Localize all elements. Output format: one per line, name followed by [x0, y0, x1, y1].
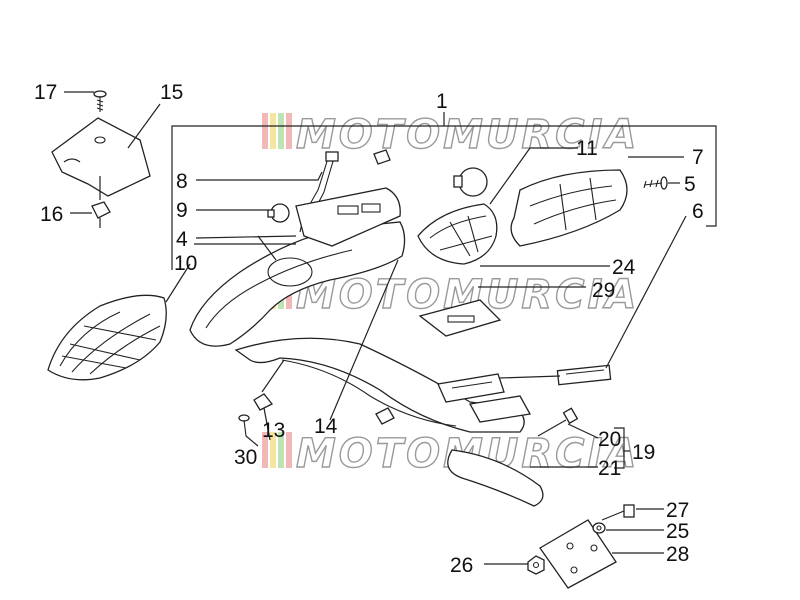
callout-5: 5 — [684, 173, 696, 196]
callout-labels: 1 4 5 6 7 8 9 10 11 13 14 15 16 17 19 20… — [34, 81, 704, 577]
callout-15: 15 — [160, 81, 183, 104]
part-17-screw — [93, 90, 107, 112]
part-20-bolt — [537, 407, 579, 437]
callout-19: 19 — [632, 441, 655, 464]
part-14-clip — [375, 407, 395, 425]
part-28-plate — [539, 519, 617, 589]
watermark-text-top: MOTOMURCIA — [296, 112, 639, 158]
part-11-housing — [417, 203, 498, 265]
callout-16: 16 — [40, 203, 63, 226]
part-25-washer — [592, 522, 606, 534]
callout-9: 9 — [176, 199, 188, 222]
part-4-rear-body — [189, 187, 525, 433]
callout-30: 30 — [234, 446, 257, 469]
part-11-bulb — [453, 167, 488, 197]
part-30-screw — [238, 414, 250, 437]
callout-10: 10 — [174, 252, 197, 275]
part-16-clip-nut — [91, 201, 111, 219]
callout-29: 29 — [592, 279, 615, 302]
part-15-bracket-plate — [51, 117, 151, 197]
part-27-bolt — [601, 504, 635, 521]
callout-6: 6 — [692, 200, 704, 223]
callout-13: 13 — [262, 419, 285, 442]
callout-4: 4 — [176, 228, 188, 251]
watermark-top: MOTOMURCIA — [262, 111, 639, 159]
callout-1: 1 — [436, 90, 448, 113]
part-6-reflector — [556, 364, 612, 386]
part-26-nut — [527, 555, 545, 575]
callout-8: 8 — [176, 170, 188, 193]
callout-11: 11 — [576, 137, 598, 160]
part-13-clip — [253, 393, 274, 411]
part-5-screw — [643, 176, 668, 190]
callout-27: 27 — [666, 499, 689, 522]
callout-17: 17 — [34, 81, 57, 104]
callout-21: 21 — [598, 457, 621, 480]
part-7-lens — [510, 169, 628, 247]
part-9-bulb-small — [267, 203, 290, 223]
callout-25: 25 — [666, 520, 689, 543]
part-clip-upper — [373, 149, 391, 165]
callout-28: 28 — [666, 543, 689, 566]
callout-7: 7 — [692, 146, 704, 169]
part-24-plate — [418, 299, 502, 337]
part-21-mudguard — [447, 449, 544, 507]
callout-20: 20 — [598, 428, 621, 451]
part-holder — [437, 373, 532, 423]
part-10-tail-lens — [47, 294, 167, 381]
group-bracket-19 — [614, 427, 630, 469]
callout-26: 26 — [450, 554, 473, 577]
callout-24: 24 — [612, 256, 636, 279]
callout-14: 14 — [314, 415, 338, 438]
leader-lines — [64, 91, 687, 565]
group-bracket-1 — [171, 112, 717, 270]
